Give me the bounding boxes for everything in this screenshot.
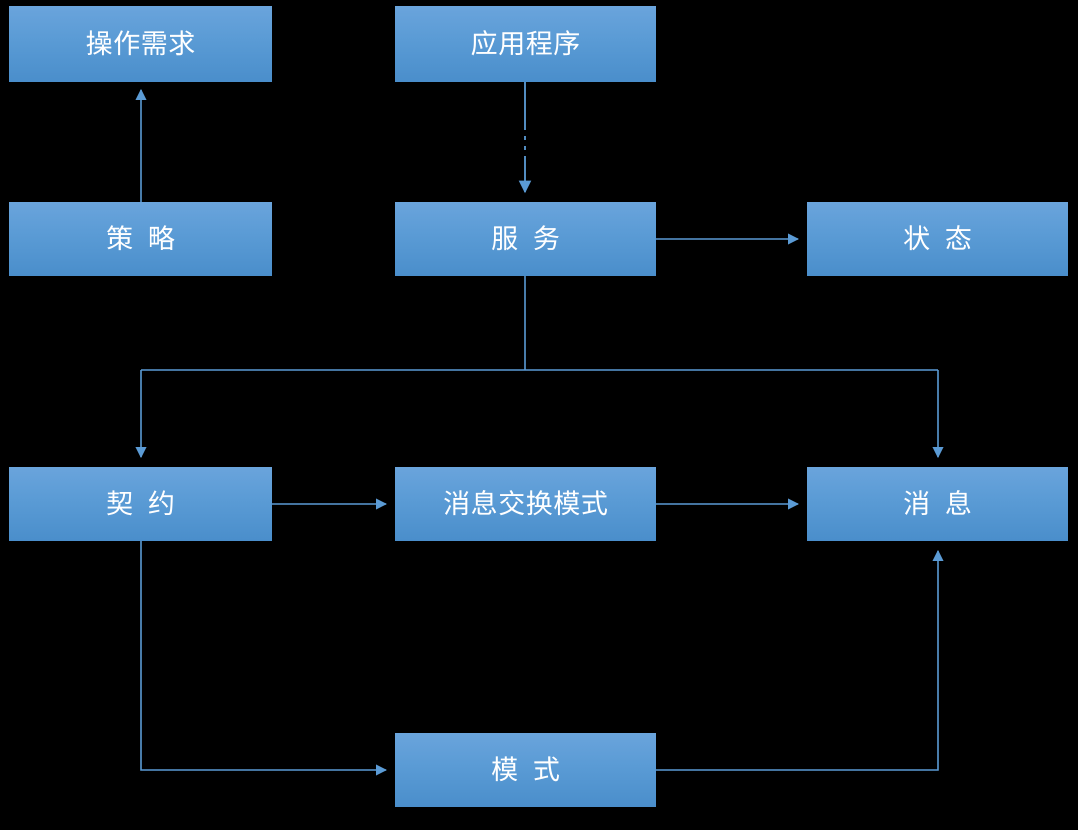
node-message[interactable]: 消息 — [807, 467, 1068, 541]
node-contract[interactable]: 契约 — [9, 467, 272, 541]
node-label-application: 应用程序 — [470, 28, 581, 60]
node-label-state: 状态 — [903, 223, 987, 255]
edge-service-distribution-bus — [141, 276, 938, 371]
node-label-contract: 契约 — [106, 488, 190, 520]
edge-contract-to-pattern — [140, 541, 388, 776]
edge-pattern-to-message — [656, 549, 944, 771]
node-service[interactable]: 服务 — [395, 202, 656, 276]
node-message-exchange-pattern[interactable]: 消息交换模式 — [395, 467, 656, 541]
node-policy[interactable]: 策略 — [9, 202, 272, 276]
node-label-message-exchange-pattern: 消息交换模式 — [443, 488, 609, 520]
node-label-pattern: 模式 — [491, 754, 575, 786]
node-label-operational-requirement: 操作需求 — [85, 28, 196, 60]
node-state[interactable]: 状态 — [807, 202, 1068, 276]
node-label-policy: 策略 — [106, 223, 190, 255]
node-label-service: 服务 — [491, 223, 575, 255]
node-pattern[interactable]: 模式 — [395, 733, 656, 807]
node-application[interactable]: 应用程序 — [395, 6, 656, 82]
node-operational-requirement[interactable]: 操作需求 — [9, 6, 272, 82]
node-label-message: 消息 — [903, 488, 987, 520]
